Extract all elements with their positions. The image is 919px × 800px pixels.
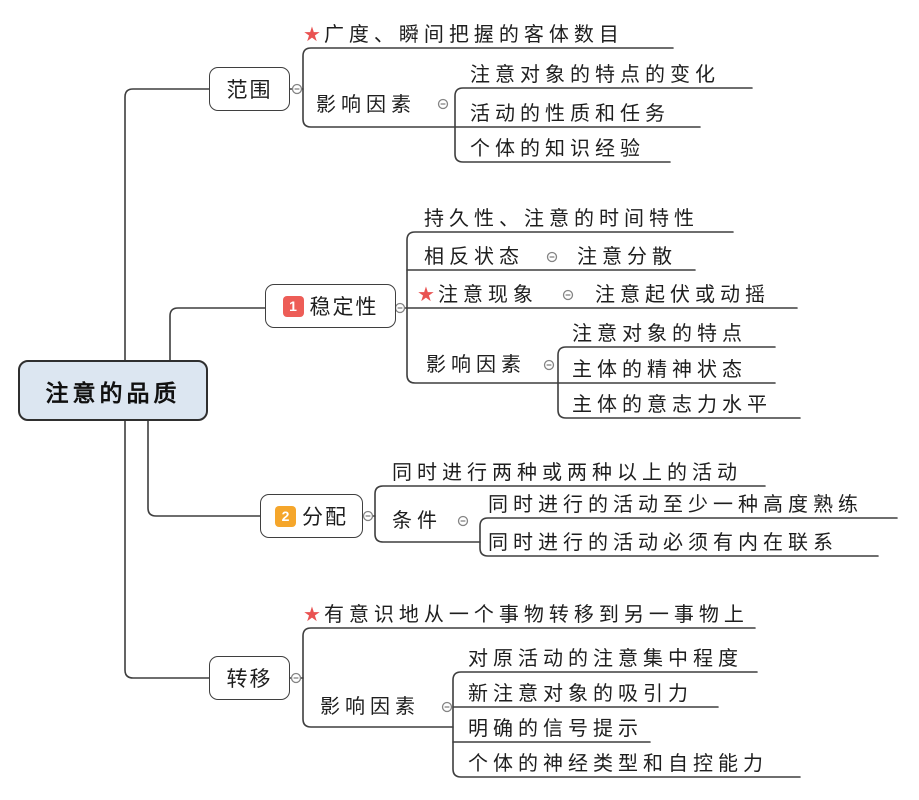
node-shifting-definition-label: 有意识地从一个事物转移到另一事物上 <box>323 604 749 626</box>
node-distribution-definition[interactable]: 同时进行两种或两种以上的活动 <box>392 462 742 484</box>
topic-stability-label: 稳定性 <box>309 296 379 319</box>
collapse-toggle-phenomenon[interactable] <box>562 289 574 301</box>
collapse-toggle-stability[interactable] <box>394 302 406 314</box>
node-shifting-factor-3[interactable]: 明确的信号提示 <box>468 718 643 740</box>
node-attention-phenomenon[interactable]: ★ 注意现象 <box>417 282 538 308</box>
collapse-toggle-distribution[interactable] <box>362 510 374 522</box>
collapse-toggle-scope-factors[interactable] <box>437 98 449 110</box>
bracket-stability-factors <box>557 346 801 419</box>
bracket-shifting-factors <box>452 671 801 778</box>
node-attention-phenomenon-label: 注意现象 <box>437 284 538 306</box>
topic-shifting[interactable]: 转移 <box>209 656 290 700</box>
node-condition-1[interactable]: 同时进行的活动至少一种高度熟练 <box>488 494 863 516</box>
star-icon: ★ <box>417 284 435 306</box>
edge-root-scope <box>124 88 210 361</box>
priority-1-badge: 1 <box>282 295 304 317</box>
node-shifting-factor-1[interactable]: 对原活动的注意集中程度 <box>468 648 743 670</box>
edge-root-distribution <box>147 420 262 517</box>
bracket-scope <box>302 47 701 128</box>
node-stability-factor-3[interactable]: 主体的意志力水平 <box>572 394 772 416</box>
node-shifting-factor-4[interactable]: 个体的神经类型和自控能力 <box>468 753 768 775</box>
topic-distribution[interactable]: 2 分配 <box>260 494 363 538</box>
topic-scope-label: 范围 <box>226 79 273 102</box>
collapse-toggle-conditions[interactable] <box>457 515 469 527</box>
bracket-conditions <box>479 517 898 557</box>
node-stability-factors[interactable]: 影响因素 <box>426 354 526 376</box>
node-scope-definition-label: 广度、瞬间把握的客体数目 <box>323 24 624 46</box>
edge-root-shifting <box>124 420 210 679</box>
topic-shifting-label: 转移 <box>226 668 273 691</box>
bracket-scope-factors <box>454 87 753 163</box>
node-scope-definition[interactable]: ★ 广度、瞬间把握的客体数目 <box>303 22 624 48</box>
star-icon: ★ <box>303 604 321 626</box>
topic-stability[interactable]: 1 稳定性 <box>265 284 396 328</box>
collapse-toggle-shifting[interactable] <box>290 672 302 684</box>
bracket-distribution <box>374 485 766 543</box>
collapse-toggle-scope[interactable] <box>291 83 303 95</box>
priority-2-badge: 2 <box>275 505 296 527</box>
node-scope-factor-1[interactable]: 注意对象的特点的变化 <box>470 64 720 86</box>
root-topic[interactable]: 注意的品质 <box>18 360 208 421</box>
collapse-toggle-stability-factors[interactable] <box>543 359 555 371</box>
node-stability-factor-1[interactable]: 注意对象的特点 <box>572 323 747 345</box>
node-scope-factor-3[interactable]: 个体的知识经验 <box>470 138 645 160</box>
root-topic-label: 注意的品质 <box>45 380 181 406</box>
node-shifting-definition[interactable]: ★ 有意识地从一个事物转移到另一事物上 <box>303 602 749 628</box>
node-shifting-factors[interactable]: 影响因素 <box>320 696 420 718</box>
node-stability-definition[interactable]: 持久性、注意的时间特性 <box>424 208 699 230</box>
node-condition-2[interactable]: 同时进行的活动必须有内在联系 <box>488 532 838 554</box>
node-stability-factor-2[interactable]: 主体的精神状态 <box>572 359 747 381</box>
collapse-toggle-opposite[interactable] <box>546 251 558 263</box>
star-icon: ★ <box>303 24 321 46</box>
topic-distribution-label: 分配 <box>302 506 348 529</box>
node-attention-phenomenon-value[interactable]: 注意起伏或动摇 <box>595 284 770 306</box>
bracket-shifting <box>302 627 756 728</box>
node-opposite-state[interactable]: 相反状态 <box>424 246 524 268</box>
edge-root-stability <box>169 307 267 361</box>
node-opposite-state-value[interactable]: 注意分散 <box>577 246 677 268</box>
node-scope-factors[interactable]: 影响因素 <box>316 94 416 116</box>
node-conditions[interactable]: 条件 <box>392 510 442 532</box>
collapse-toggle-shifting-factors[interactable] <box>441 701 453 713</box>
topic-scope[interactable]: 范围 <box>209 67 290 111</box>
node-scope-factor-2[interactable]: 活动的性质和任务 <box>470 103 670 125</box>
node-shifting-factor-2[interactable]: 新注意对象的吸引力 <box>468 683 693 705</box>
